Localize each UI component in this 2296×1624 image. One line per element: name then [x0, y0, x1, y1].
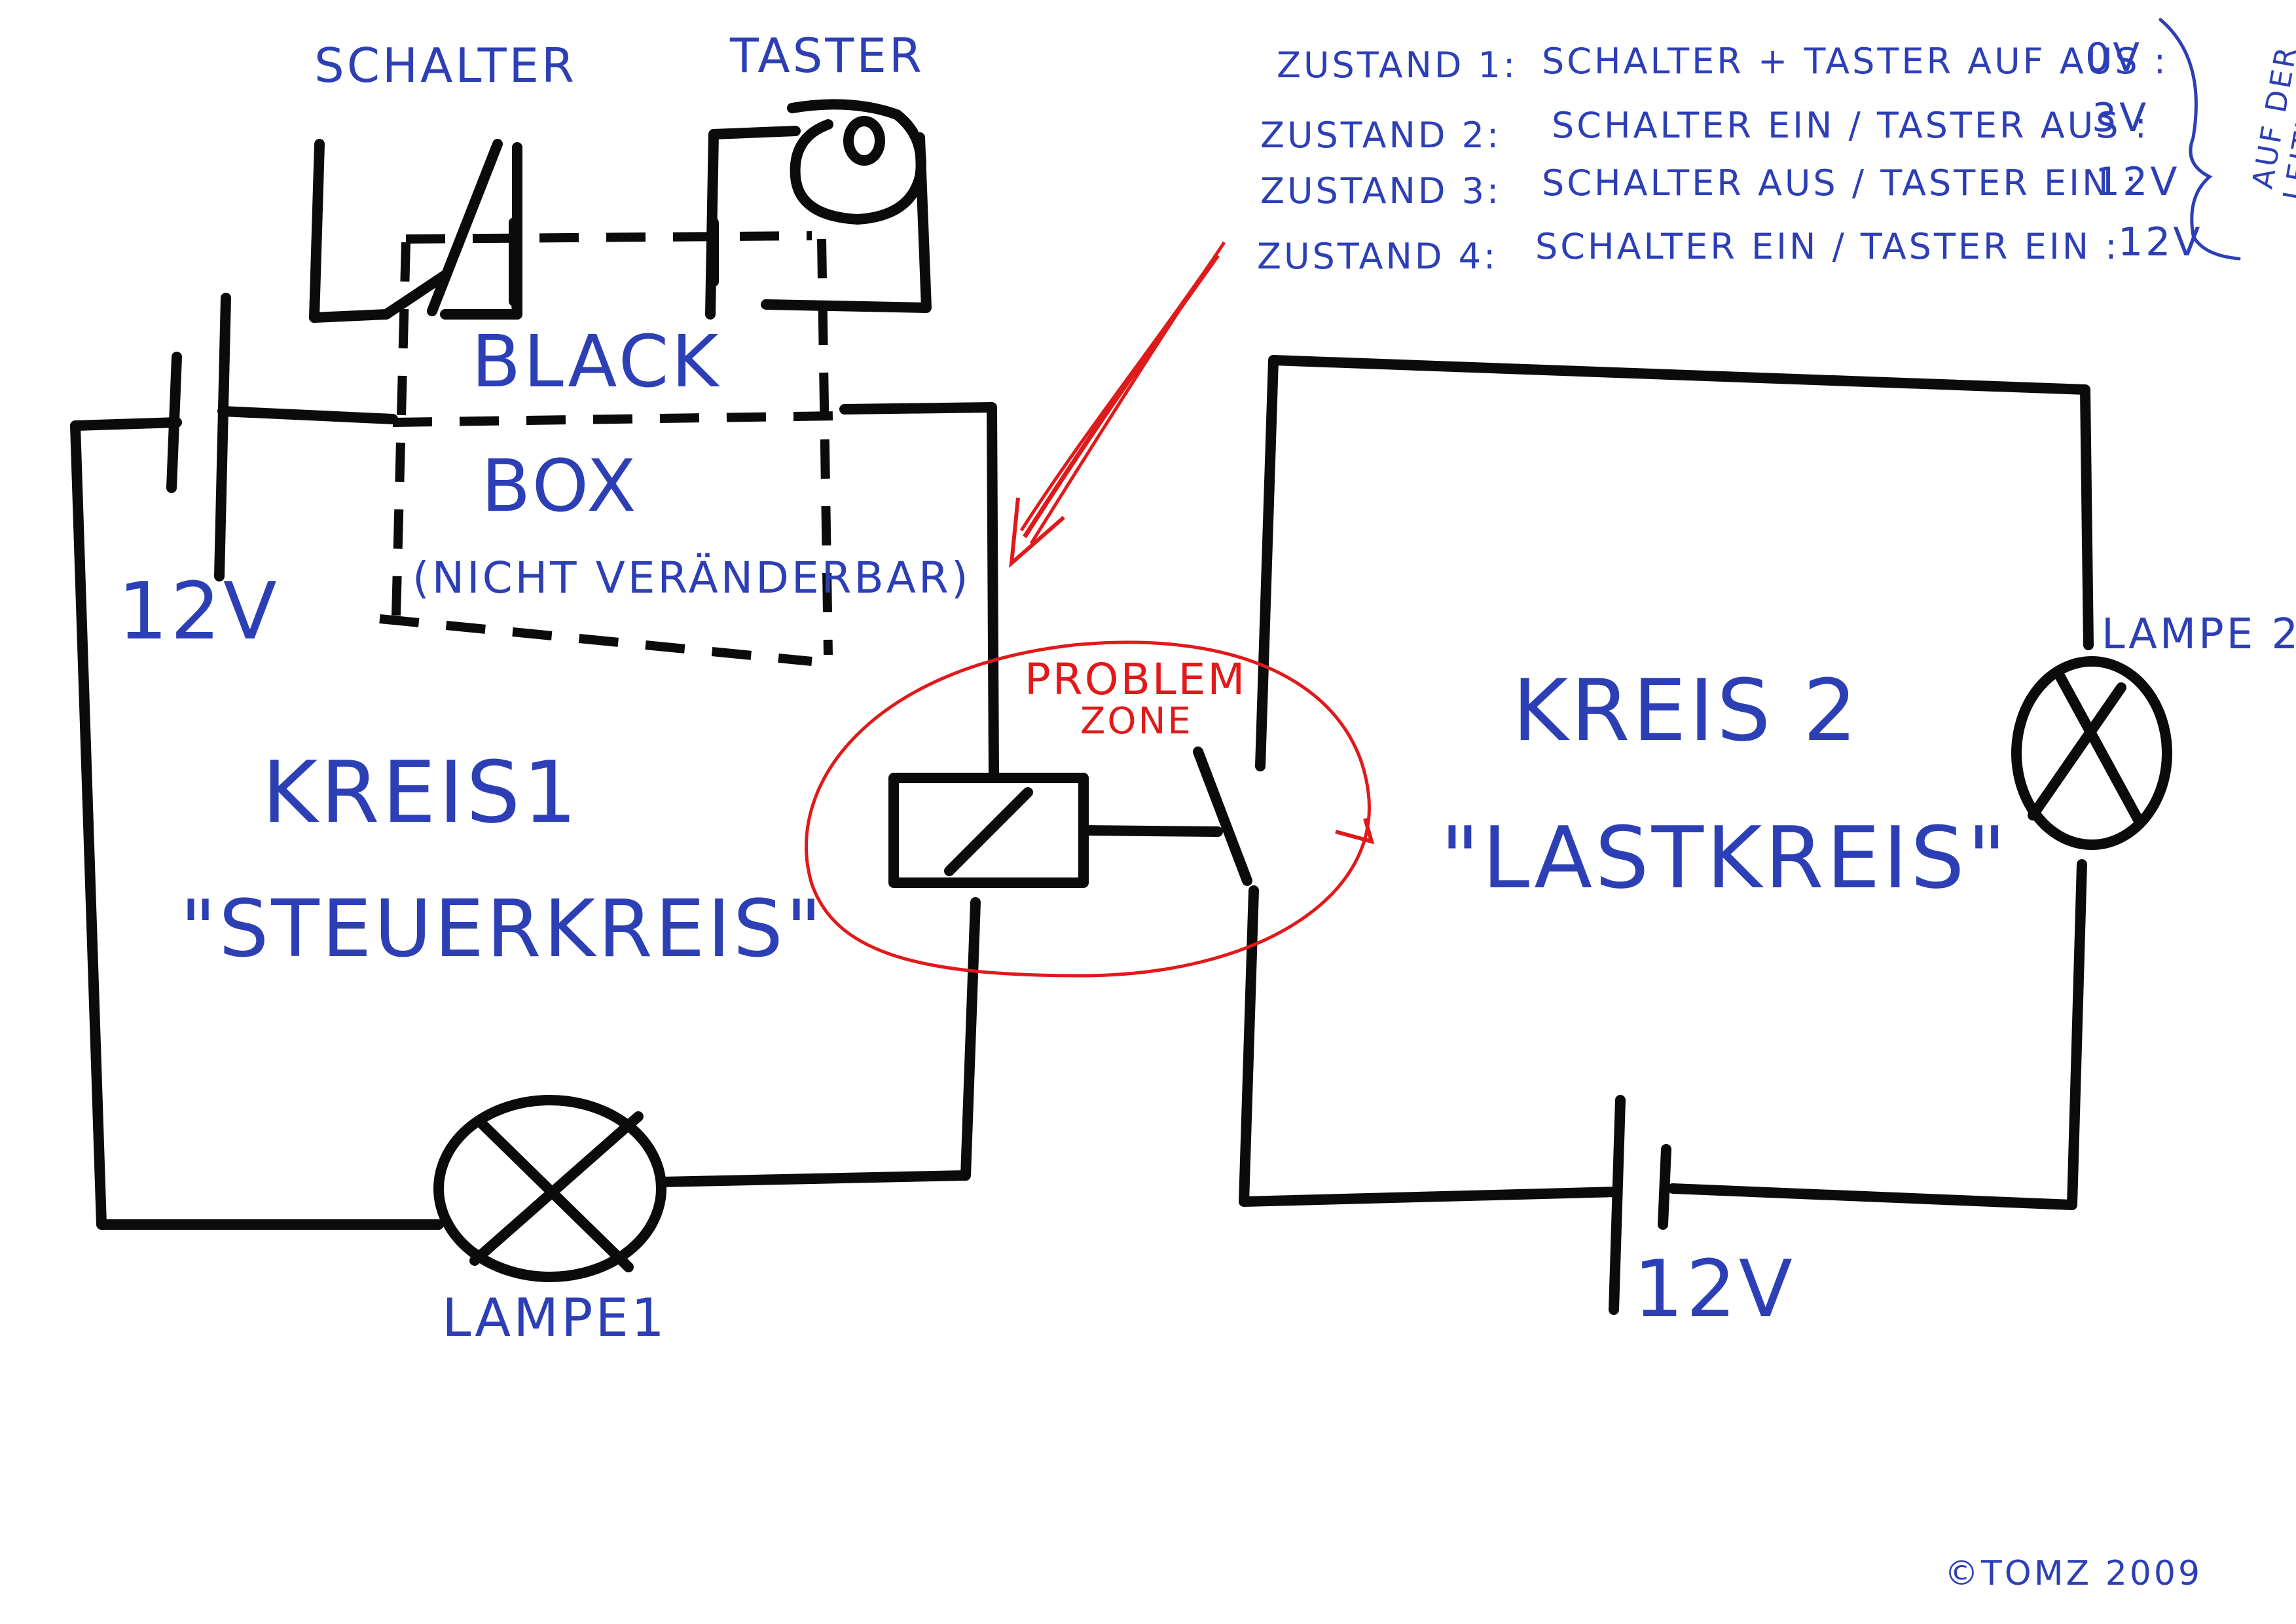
state-condition: SCHALTER EIN / TASTER EIN :: [1535, 226, 2120, 267]
black-box-boundary: [379, 217, 839, 666]
battery2-symbol-icon: [1609, 1095, 1671, 1315]
kreis1-box-to-relay-wire: [839, 402, 999, 778]
schalter-label: SCHALTER: [314, 38, 577, 93]
kreis2-wiring: [1193, 355, 2094, 1210]
nicht-veraenderbar-label: (NICHT VERÄNDERBAR): [412, 553, 971, 603]
battery1-symbol-icon: [166, 293, 231, 581]
state-condition: SCHALTER EIN / TASTER AUS :: [1552, 105, 2149, 146]
state-voltage: 12V: [2095, 159, 2179, 205]
kreis2-label: KREIS 2: [1512, 661, 1860, 760]
black-label: BLACK: [471, 320, 721, 403]
schalter-symbol-icon: [309, 139, 522, 323]
zone-label: ZONE: [1080, 700, 1193, 743]
state-label: ZUSTAND 2:: [1260, 115, 1501, 156]
box-label: BOX: [481, 444, 638, 528]
states-list: ZUSTAND 1: SCHALTER + TASTER AUF AUS : 0…: [1257, 18, 2296, 277]
kreis2-top-wire: [1255, 355, 2094, 771]
kreis2-right-wire: [1667, 859, 2087, 1210]
copyright-label: ©TOMZ 2009: [1944, 1554, 2202, 1593]
lampe2-label: LAMPE 2: [2102, 610, 2296, 659]
relay-coil-icon: [888, 773, 1223, 888]
kreis1-wiring: [70, 402, 999, 1230]
state-row: ZUSTAND 2: SCHALTER EIN / TASTER AUS : 3…: [1260, 95, 2149, 156]
lampe1-label: LAMPE1: [442, 1287, 667, 1348]
states-brace: [2159, 18, 2241, 261]
state-row: ZUSTAND 4: SCHALTER EIN / TASTER EIN : 1…: [1257, 219, 2202, 277]
state-row: ZUSTAND 1: SCHALTER + TASTER AUF AUS : 0…: [1277, 35, 2168, 86]
state-condition: SCHALTER + TASTER AUF AUS :: [1542, 41, 2168, 82]
kreis1-battery-to-box-wire: [217, 406, 398, 424]
state-label: ZUSTAND 1:: [1277, 45, 1518, 86]
kreis2-bottom-wire: [1239, 885, 1622, 1207]
state-voltage: 0V: [2085, 35, 2142, 81]
kreis1-label: KREIS1: [262, 743, 579, 842]
state-voltage: 12V: [2118, 219, 2202, 265]
battery1-voltage-label: 12V: [118, 566, 280, 657]
state-voltage: 3V: [2092, 95, 2149, 141]
taster-label: TASTER: [729, 28, 924, 83]
relay-contact-icon: [1193, 747, 1252, 886]
battery2-voltage-label: 12V: [1633, 1244, 1795, 1335]
state-label: ZUSTAND 3:: [1260, 170, 1501, 212]
lamp1-symbol-icon: [433, 1095, 666, 1282]
lamp2-symbol-icon: [2011, 656, 2172, 850]
red-arrow-icon: [1009, 241, 1226, 568]
states-note: AUF DER LEITUNG: [2246, 43, 2296, 204]
lastkreis-label: "LASTKREIS": [1440, 808, 2009, 908]
state-row: ZUSTAND 3: SCHALTER AUS / TASTER EIN : 1…: [1260, 159, 2179, 212]
taster-symbol-icon: [705, 99, 932, 320]
steuerkreis-label: "STEUERKREIS": [180, 884, 824, 975]
problem-zone-outline: [805, 640, 1375, 978]
kreis1-relay-to-lamp-wire: [656, 897, 981, 1187]
state-label: ZUSTAND 4:: [1257, 236, 1498, 277]
problem-label: PROBLEM: [1025, 654, 1247, 705]
kreis1-left-wire: [70, 417, 444, 1230]
state-condition: SCHALTER AUS / TASTER EIN :: [1542, 162, 2140, 204]
